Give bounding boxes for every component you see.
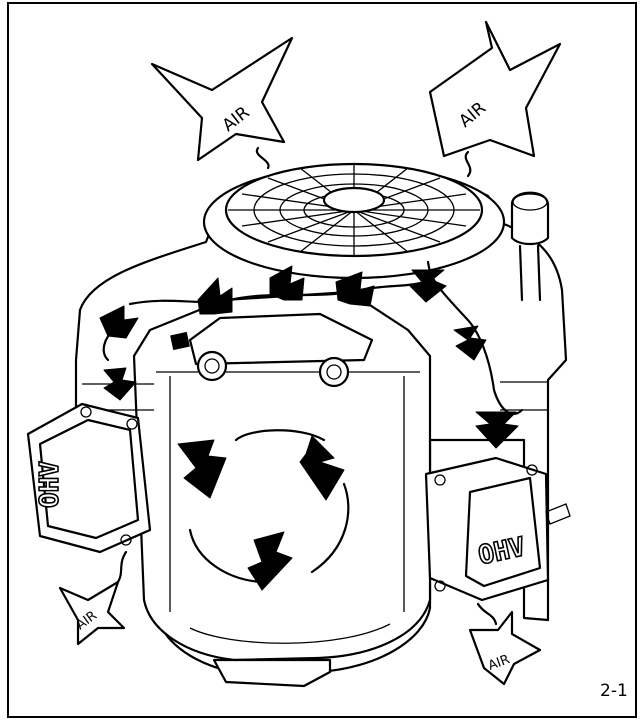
fan-screen <box>204 164 504 278</box>
air-outlet-arrow-left: AIR <box>60 552 126 644</box>
air-inlet-arrow-right: AIR <box>430 22 560 176</box>
air-inlet-arrow-left: AIR <box>152 38 292 168</box>
valve-cover-left: OHV <box>28 404 150 552</box>
figure-number: 2-1 <box>600 681 628 701</box>
ohv-label: OHV <box>35 461 65 508</box>
